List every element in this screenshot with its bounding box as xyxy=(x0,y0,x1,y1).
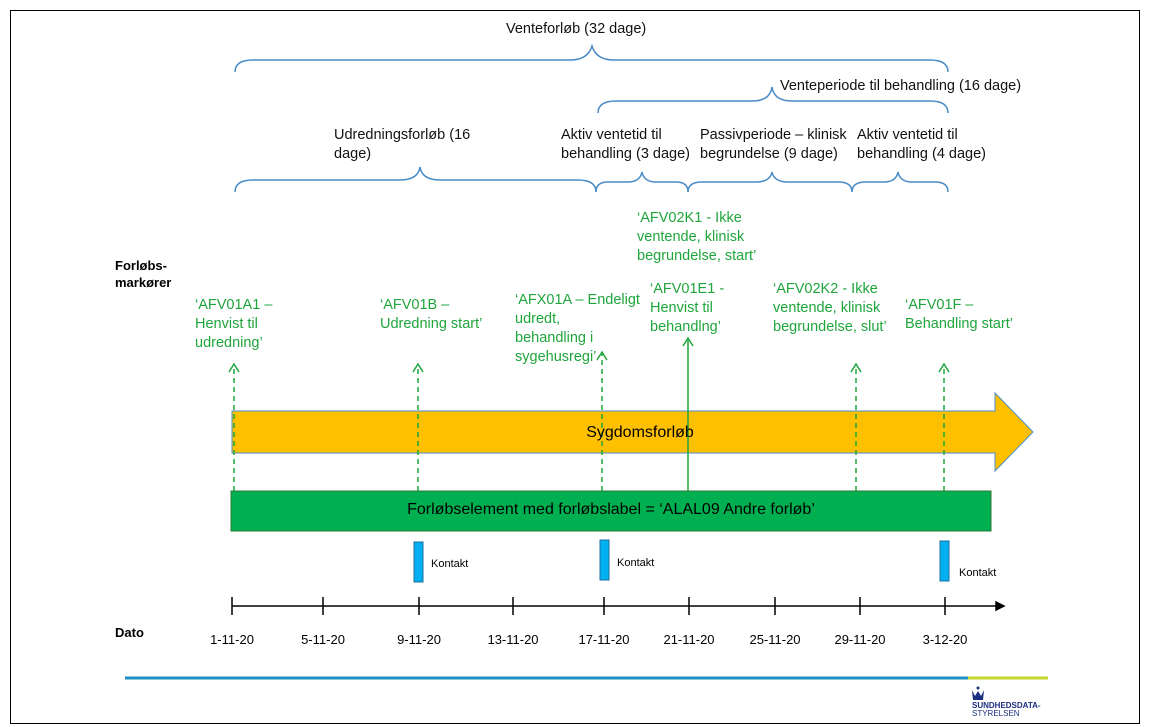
date-label-8: 29-11-20 xyxy=(834,632,886,647)
forlobselement-bar xyxy=(230,490,992,532)
date-label-3: 9-11-20 xyxy=(397,632,441,647)
brace-aktiv1 xyxy=(595,171,689,193)
forlobsmarkorer-label: Forløbs- markører xyxy=(115,258,172,290)
crown-icon xyxy=(972,686,984,700)
date-label-5: 17-11-20 xyxy=(578,632,630,647)
kontakt-box-2 xyxy=(599,539,610,581)
slide-frame xyxy=(10,10,1140,724)
logo-line-1: SUNDHEDSDATA- xyxy=(972,701,1041,710)
venteperiode-label: Venteperiode til behandling (16 dage) xyxy=(780,78,1022,94)
udredningsforlob-label: Udredningsforløb (16 dage) xyxy=(334,127,471,162)
kontakt-label-2: Kontakt xyxy=(617,557,655,569)
date-label-4: 13-11-20 xyxy=(487,632,539,647)
date-label-1: 1-11-20 xyxy=(210,632,254,647)
marker-afv01b: ‘AFV01B – Udredning start’ xyxy=(380,297,483,332)
passivperiode-label: Passivperiode – klinisk begrundelse (9 d… xyxy=(700,127,847,162)
kontakt-label-1: Kontakt xyxy=(431,558,469,570)
marker-arrows xyxy=(228,336,950,491)
marker-arrowhead-afv01a1 xyxy=(228,362,240,373)
brace-venteperiode xyxy=(597,86,949,114)
dato-label: Dato xyxy=(115,625,144,640)
marker-arrowhead-afv01e1 xyxy=(682,336,694,347)
marker-afv02k1: ‘AFV02K1 - Ikke ventende, klinisk begrun… xyxy=(637,210,757,264)
date-label-6: 21-11-20 xyxy=(663,632,715,647)
date-label-2: 5-11-20 xyxy=(301,632,345,647)
marker-afv01a1: ‘AFV01A1 – Henvist til udredning’ xyxy=(195,297,273,351)
brace-passiv xyxy=(687,171,853,193)
kontakt-box-1 xyxy=(413,541,424,583)
timeline-arrowhead xyxy=(995,600,1006,612)
aktiv-ventetid-2-label: Aktiv ventetid til behandling (4 dage) xyxy=(857,127,986,162)
marker-arrowhead-afx01a xyxy=(596,350,608,361)
date-label-7: 25-11-20 xyxy=(749,632,801,647)
marker-arrowhead-afv02k2 xyxy=(850,362,862,373)
venteforlob-label: Venteforløb (32 dage) xyxy=(506,21,647,37)
logo-line-2: STYRELSEN xyxy=(972,709,1020,718)
marker-arrowhead-afv01b xyxy=(412,362,424,373)
brace-aktiv2 xyxy=(851,171,949,193)
date-label-9: 3-12-20 xyxy=(922,632,968,647)
brace-venteforlob xyxy=(234,43,949,73)
timeline xyxy=(231,597,1006,615)
marker-afx01a: ‘AFX01A – Endeligt udredt, behandling i … xyxy=(515,292,640,365)
aktiv-ventetid-1-label: Aktiv ventetid til behandling (3 dage) xyxy=(561,127,690,162)
forlobselement-label: Forløbselement med forløbslabel = ‘ALAL0… xyxy=(407,501,815,518)
sygdomsforlob-arrow xyxy=(231,391,1034,473)
marker-afv01f: ‘AFV01F – Behandling start’ xyxy=(905,297,1014,332)
sygdomsforlob-label: Sygdomsforløb xyxy=(586,424,694,441)
braces xyxy=(234,43,949,193)
marker-afv02k2: ‘AFV02K2 - Ikke ventende, klinisk begrun… xyxy=(773,281,887,335)
brace-udredning xyxy=(234,166,597,193)
kontakt-label-3: Kontakt xyxy=(959,567,997,579)
kontakt-box-3 xyxy=(939,540,950,582)
marker-afv01e1: ‘AFV01E1 - Henvist til behandlng’ xyxy=(650,281,725,335)
marker-arrowhead-afv01f xyxy=(938,362,950,373)
